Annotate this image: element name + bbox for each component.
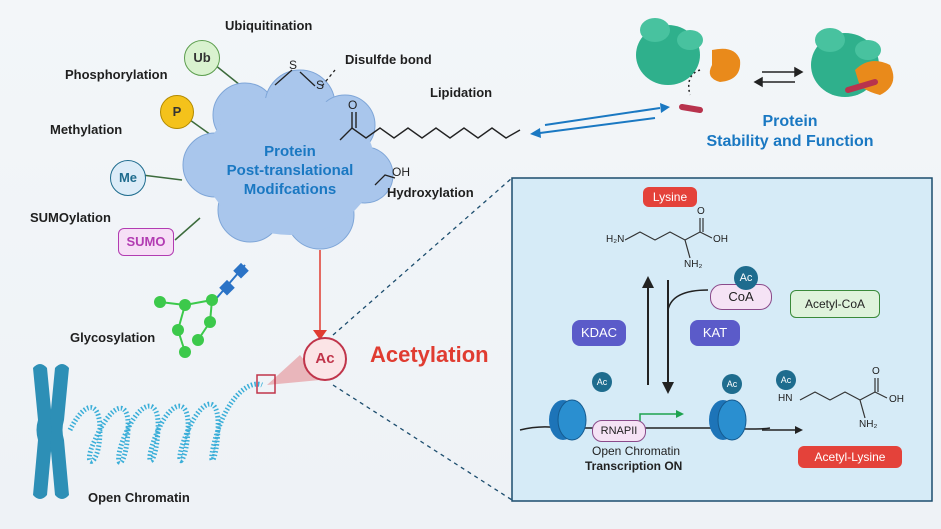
acetyl-lysine-oh: OH (889, 394, 904, 405)
acetyl-lysine-nh2: NH₂ (859, 419, 878, 430)
zoom-wedge (267, 355, 320, 385)
sulfur-2: S (316, 78, 325, 92)
phosphorylation-label: Phosphorylation (65, 67, 168, 82)
enzyme-right (811, 28, 894, 97)
kat-arrowhead (662, 382, 674, 394)
reaction-arrows (647, 280, 709, 385)
coa-pill: CoA (710, 284, 772, 310)
acetyl-arrowhead (313, 330, 327, 340)
chromosome-icon (33, 364, 69, 499)
protein-title-line3: Modifcations (243, 181, 337, 198)
acetyl-coa-badge: Acetyl-CoA (790, 290, 880, 318)
lipid-oxygen: O (348, 98, 358, 112)
hydroxyl-oh: OH (392, 165, 410, 179)
lysine-oxygen: O (697, 206, 705, 217)
equilibrium-arrows (530, 103, 670, 138)
protein-blob (182, 69, 394, 250)
stability-title-line1: Protein (762, 113, 818, 130)
hydroxyl-bond (374, 174, 396, 186)
product-arrowhead (795, 426, 803, 434)
methylation-label: Methylation (50, 122, 123, 137)
lysine-h2n: H₂N (606, 234, 625, 245)
lipidation-label: Lipidation (430, 85, 493, 100)
me-connector (141, 174, 183, 181)
sumo-connector (174, 217, 201, 241)
lysine-structure (624, 218, 713, 259)
protein-title-line1: Protein (264, 143, 316, 160)
stability-title: Protein Stability and Function (680, 112, 900, 152)
lysine-oh: OH (713, 234, 728, 245)
exchange-arrows (753, 66, 804, 88)
lipid-chain (339, 112, 521, 141)
coa-ac-badge: Ac (734, 266, 758, 290)
rnapii-pill: RNAPII (592, 420, 646, 442)
acetyl-lysine-hn: HN (778, 393, 793, 404)
kdac-badge: KDAC (572, 320, 626, 346)
protein-title-line2: Post-translational (226, 162, 354, 179)
ubiquitination-label: Ubiquitination (225, 18, 313, 33)
enzyme-left (636, 18, 741, 113)
open-chromatin-label: Open Chromatin (88, 490, 190, 505)
chromatin-fiber (67, 381, 263, 465)
glycan-chain (154, 262, 249, 358)
hydroxylation-label: Hydroxylation (387, 185, 474, 200)
acetyl-lysine-structure (799, 378, 888, 419)
acetyl-lysine-badge: Acetyl-Lysine (798, 446, 902, 468)
lysine-nh2: NH₂ (684, 259, 703, 270)
stability-title-line2: Stability and Function (706, 133, 874, 150)
ub-tag: Ub (184, 40, 220, 76)
nucleosome-left-ac: Ac (592, 372, 612, 392)
chromatin-zoom-box (256, 374, 276, 394)
disulfide-bond (274, 69, 336, 87)
nucleosome-right (709, 399, 747, 441)
ub-connector (214, 64, 241, 86)
sulfur-1: S (289, 58, 298, 72)
transcription-on: Transcription ON (585, 459, 683, 473)
glycosylation-label: Glycosylation (70, 330, 156, 345)
acetylation-label: Acetylation (370, 342, 489, 367)
p-tag: P (160, 95, 194, 129)
open-chromatin-detail: Open Chromatin (592, 444, 681, 458)
sumo-tag: SUMO (118, 228, 174, 256)
acetyl-tag: Ac (303, 337, 347, 381)
protein-ptm-title: Protein Post-translational Modifcations (200, 142, 380, 199)
sumoylation-label: SUMOylation (30, 210, 111, 225)
kdac-arrowhead (642, 276, 654, 288)
nucleosome-left (549, 399, 587, 441)
zoom-lines (332, 177, 513, 501)
acetyl-lysine-oxygen: O (872, 366, 880, 377)
acetyl-lysine-ac: Ac (776, 370, 796, 390)
kat-badge: KAT (690, 320, 740, 346)
disulfide-label: Disulfde bond (345, 52, 432, 67)
me-tag: Me (110, 160, 146, 196)
nucleosome-right-ac: Ac (722, 374, 742, 394)
lysine-badge: Lysine (643, 187, 697, 207)
